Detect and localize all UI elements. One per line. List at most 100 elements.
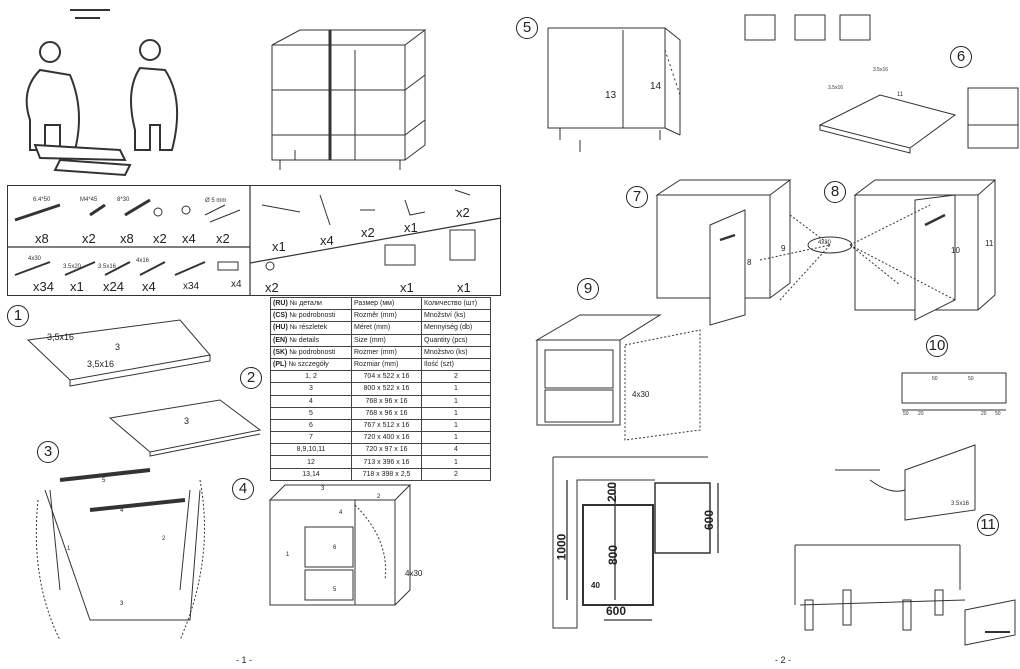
screw-label: 3.5x20 (63, 264, 82, 270)
people-illustration (25, 9, 179, 177)
table-cell: 704 x 522 x 16 (351, 370, 422, 384)
table-cell: 12 (270, 455, 352, 469)
dimension-200: 200 (605, 481, 620, 503)
part-label: 3,5x16 (87, 359, 115, 369)
part-label: 3.5x16 (873, 67, 889, 73)
fitting-qty: x8 (120, 231, 134, 246)
header-cell: Ilość (szt) (421, 357, 491, 372)
part-label: 4 (339, 510, 343, 516)
header-cell: Rozmiar (mm) (351, 357, 422, 372)
step2-drawing (108, 399, 262, 457)
handle-qty: x1 (272, 239, 286, 254)
dimension-label: 20 (918, 411, 924, 417)
cap-qty: x2 (265, 280, 279, 295)
table-cell: 4 (421, 443, 491, 457)
table-cell: 2 (421, 370, 491, 384)
header-cell: Размер (мм) (351, 296, 422, 311)
table-cell: 1 (421, 382, 491, 396)
dimension-600-right: 600 (702, 509, 717, 531)
header-cell: Количество (шт) (421, 296, 491, 311)
part-label: 1 (286, 552, 290, 558)
table-cell: 1 (421, 394, 491, 408)
language-code: (PL) (273, 361, 287, 369)
part-label: 4x30 (632, 390, 650, 399)
page-number: - 1 - (236, 655, 253, 665)
dimension-label: 50 (932, 376, 938, 382)
part-label: 3 (184, 416, 190, 426)
table-cell: 13,14 (270, 467, 352, 481)
part-label: 4x30 (405, 569, 423, 578)
header-part-no: № details (289, 336, 320, 344)
screw-label: 3.5x16 (98, 264, 117, 270)
hex-key-qty: x1 (404, 220, 418, 235)
part-label: 6 (333, 545, 337, 551)
step6-drawing (744, 14, 1019, 154)
step5-drawing (547, 27, 681, 152)
fitting-label: M4*45 (80, 197, 98, 203)
cabinet-overview-drawing (271, 29, 427, 170)
fittings-icons (14, 189, 476, 276)
part-label: 3 (120, 601, 124, 607)
screw-qty: x1 (70, 279, 84, 294)
part-label: 11 (985, 239, 994, 248)
fitting-qty: x2 (153, 231, 167, 246)
step-number: 3 (37, 441, 59, 463)
dimension-40: 40 (591, 581, 600, 590)
language-code: (HU) (273, 324, 288, 332)
step8-drawing (807, 179, 997, 321)
header-cell: Méret (mm) (351, 321, 422, 335)
part-label: 4x30 (818, 240, 832, 246)
screw-qty: x4 (142, 279, 156, 294)
fitting-qty: x4 (182, 231, 196, 246)
part-label: 2 (162, 536, 166, 542)
screw-label: 4x30 (28, 256, 42, 262)
table-cell: 1 (421, 431, 491, 445)
header-part-no: № детали (289, 300, 322, 308)
table-cell: 768 x 96 x 16 (351, 394, 422, 408)
leg-qty: x4 (320, 233, 334, 248)
part-label: 5 (102, 478, 106, 484)
dimension-label: 50 (995, 411, 1001, 417)
fitting-label: Ø 5 mm (205, 198, 227, 204)
header-cell: Size (mm) (351, 333, 422, 347)
language-code: (EN) (273, 336, 288, 344)
table-cell: 768 x 96 x 16 (351, 406, 422, 420)
parts-list (7, 185, 501, 296)
part-label: 13 (605, 90, 617, 101)
step-number: 10 (926, 335, 948, 357)
table-cell: 2 (421, 467, 491, 481)
step-number: 4 (232, 478, 254, 500)
header-part-no: № szczegóły (288, 361, 329, 369)
fitting-qty: x2 (216, 231, 230, 246)
fitting-qty: x8 (35, 231, 49, 246)
part-label: 9 (781, 244, 786, 253)
hinge-qty: x1 (400, 280, 414, 295)
header-part-no: № podrobnosti (289, 348, 336, 356)
table-cell: 1 (421, 406, 491, 420)
part-label: 14 (650, 81, 662, 92)
step-number: 7 (626, 186, 648, 208)
corner-plan-drawing (552, 456, 719, 629)
table-cell: 1 (421, 418, 491, 433)
table-cell: 6 (270, 418, 352, 433)
part-label: 10 (951, 246, 960, 255)
screw-qty: x34 (183, 281, 200, 292)
language-code: (CS) (273, 312, 288, 320)
dimension-label: 50 (903, 411, 909, 417)
screw-qty: x34 (33, 279, 54, 294)
screw-qty: x24 (103, 279, 124, 294)
dimension-label: 20 (981, 411, 987, 417)
bracket-qty: x1 (457, 280, 471, 295)
clip-qty: x2 (361, 225, 375, 240)
